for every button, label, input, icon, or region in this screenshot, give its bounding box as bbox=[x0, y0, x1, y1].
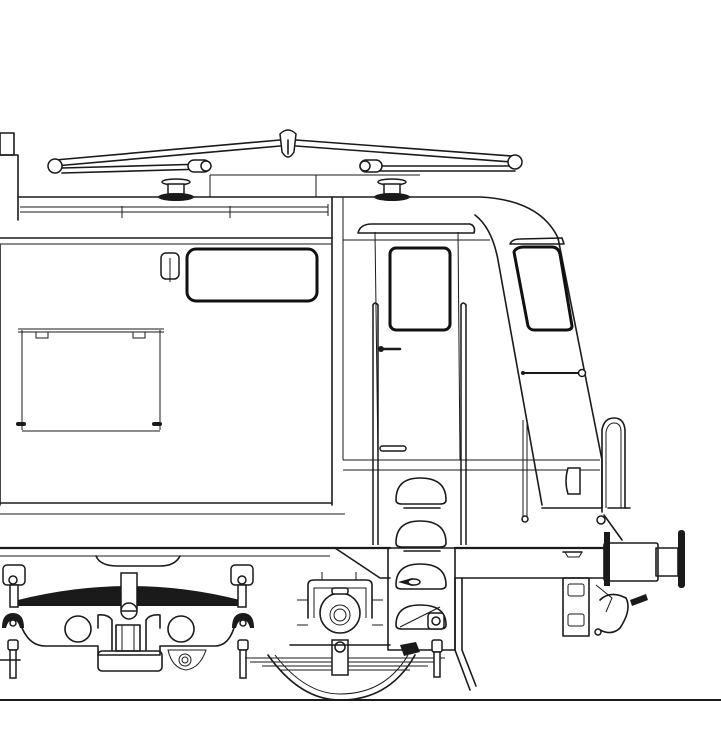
body-side-window bbox=[160, 247, 319, 303]
marker-lamp-icon bbox=[565, 467, 581, 495]
wheel bbox=[267, 654, 416, 701]
pantograph-left-pivot-icon bbox=[47, 158, 63, 174]
cab-door-window bbox=[388, 246, 452, 332]
buffer bbox=[562, 530, 685, 588]
pantograph bbox=[47, 129, 523, 174]
coupler bbox=[562, 514, 648, 637]
handrails bbox=[372, 302, 631, 545]
bogie bbox=[0, 555, 254, 679]
cab-door bbox=[357, 223, 476, 461]
locomotive-body bbox=[0, 132, 606, 579]
boarding-steps bbox=[387, 477, 477, 691]
door-grab-handle-icon bbox=[379, 445, 407, 452]
axlebox bbox=[245, 572, 445, 678]
cab-window bbox=[509, 237, 587, 378]
side-panel bbox=[16, 328, 164, 432]
